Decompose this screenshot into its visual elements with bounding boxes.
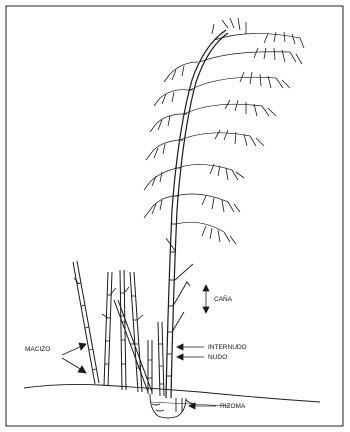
label-internudo: INTERNUDO [208,344,247,351]
label-nudo: NUDO [208,354,227,361]
foliage [144,18,304,244]
main-culm [166,30,228,398]
culm-clump [73,261,164,396]
label-rizoma: RIZOMA [220,403,246,410]
figure-border [6,6,343,426]
label-cana: CAÑA [214,294,233,303]
ground-line [24,384,320,402]
label-macizo: MACIZO [25,346,50,353]
